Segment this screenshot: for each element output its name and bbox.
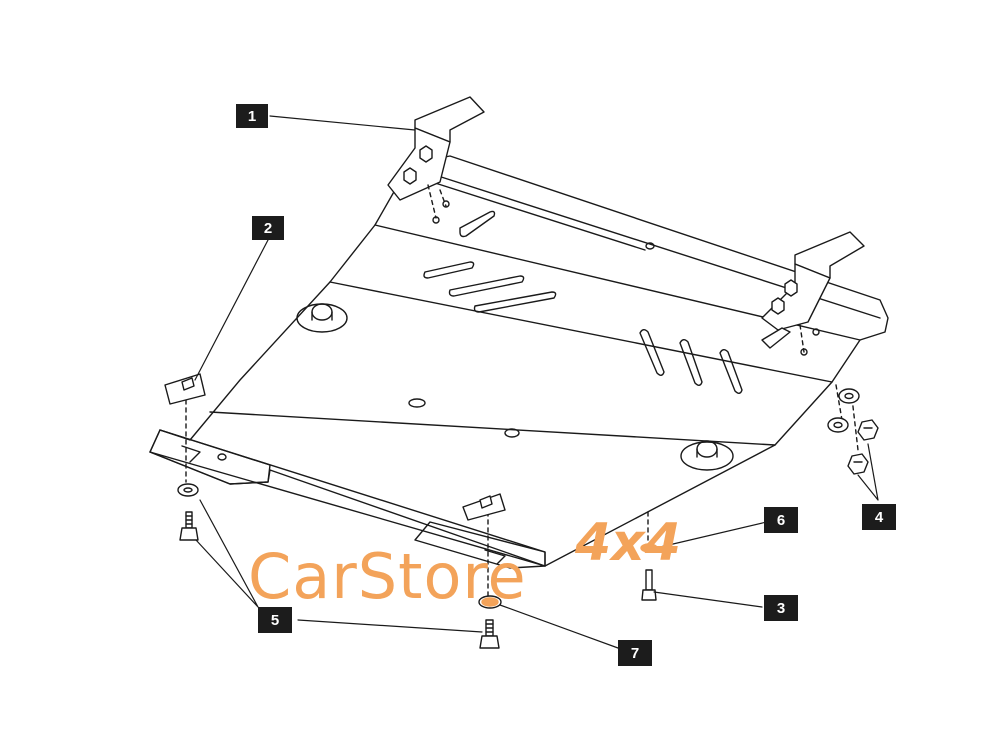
assembly-guides (185, 184, 859, 597)
hole-center-2 (504, 428, 520, 438)
callout-4-label: 4 (875, 509, 884, 526)
hole-left-tab (217, 453, 227, 461)
mounting-bracket-left (387, 96, 485, 201)
callout-5-label: 5 (271, 612, 279, 629)
hole-front (645, 242, 655, 250)
nut-right-1 (857, 419, 879, 441)
bolt-center (479, 619, 500, 649)
bend-line-middle (329, 281, 833, 383)
callout-4: 4 (862, 504, 896, 530)
callout-5: 5 (258, 607, 292, 633)
callout-2-label: 2 (264, 220, 272, 237)
leader-lines (194, 115, 879, 649)
vent-slots-right (639, 329, 743, 394)
callout-2: 2 (252, 216, 284, 240)
callout-7-label: 7 (631, 645, 639, 662)
mounting-bracket-right (761, 231, 865, 349)
drain-boss-right (680, 440, 734, 471)
rear-edge-fold (149, 451, 546, 567)
callout-1: 1 (236, 104, 268, 128)
front-flange-inner (431, 181, 646, 251)
spacer-plate-left (164, 373, 206, 405)
bend-line-lower (209, 411, 776, 446)
callout-3-label: 3 (777, 600, 785, 617)
washer-right-2 (827, 417, 849, 433)
washer-right-1 (838, 388, 860, 404)
nut-right-2 (847, 453, 869, 475)
rear-tab-center (414, 521, 546, 569)
bolt-left (179, 511, 199, 541)
watermark-badge: 4x4 (574, 513, 681, 573)
vent-slots-upper (423, 210, 557, 313)
rear-tab-left (149, 429, 271, 485)
callout-6: 6 (764, 507, 798, 533)
watermark: CarStore 4x4 (248, 513, 681, 613)
bolt-right (641, 569, 657, 601)
callout-1-label: 1 (248, 108, 256, 125)
washer-left (177, 483, 199, 497)
callout-7: 7 (618, 640, 652, 666)
drain-boss-left (296, 303, 348, 333)
washer-marker-7 (481, 597, 499, 607)
callout-3: 3 (764, 595, 798, 621)
hole-center (408, 398, 426, 408)
spacer-plate-center (462, 493, 506, 521)
callout-6-label: 6 (777, 512, 785, 529)
watermark-text: CarStore (248, 540, 527, 613)
